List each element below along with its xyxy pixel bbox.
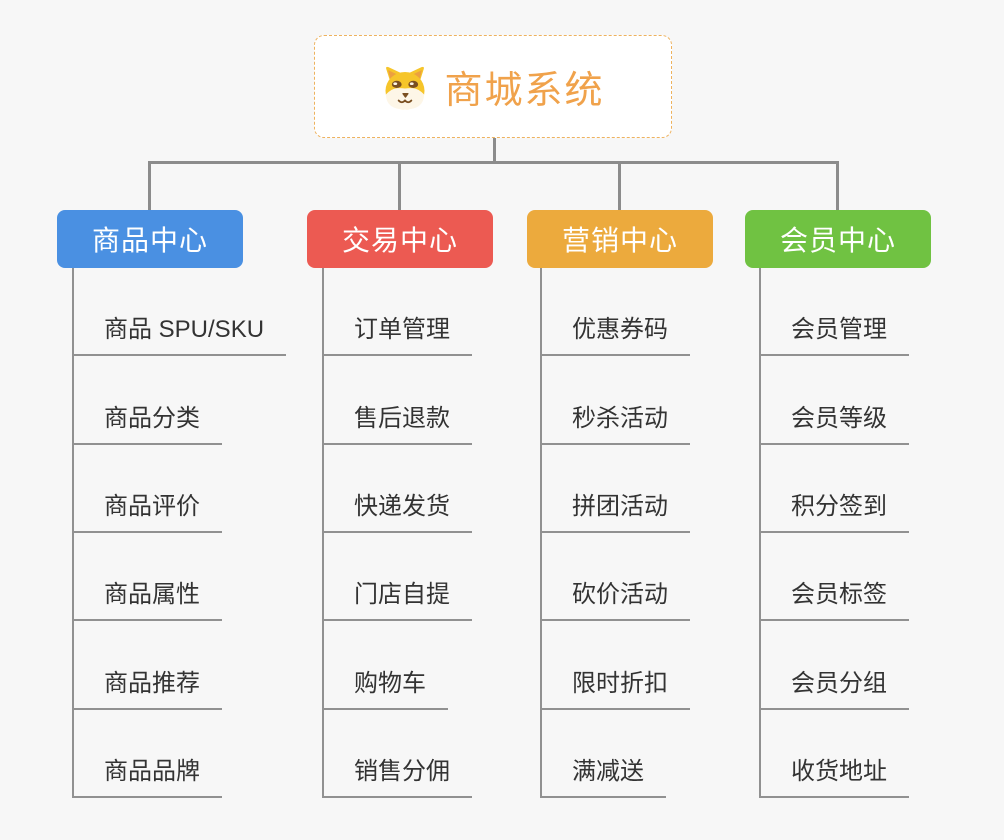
leaf-node[interactable]: 门店自提	[324, 580, 472, 622]
leaf-node[interactable]: 收货地址	[761, 757, 909, 798]
leaf-node[interactable]: 商品 SPU/SKU	[74, 315, 287, 357]
drop-line-product	[148, 161, 151, 210]
leaf-node[interactable]: 商品品牌	[74, 757, 222, 798]
root-stem-line	[493, 138, 496, 162]
leaf-node[interactable]: 积分签到	[761, 492, 909, 533]
leaf-node[interactable]: 会员管理	[761, 315, 909, 357]
leaf-node[interactable]: 优惠券码	[542, 315, 690, 357]
branch-node-member-center[interactable]: 会员中心	[745, 210, 931, 268]
leaf-column-marketing: 优惠券码 秒杀活动 拼团活动 砍价活动 限时折扣 满减送	[540, 268, 690, 798]
drop-line-trade	[398, 161, 401, 210]
leaf-node[interactable]: 售后退款	[324, 404, 472, 445]
leaf-node[interactable]: 会员标签	[761, 580, 909, 622]
root-title: 商城系统	[444, 70, 605, 112]
leaf-node[interactable]: 商品属性	[74, 580, 222, 622]
leaf-node[interactable]: 拼团活动	[542, 492, 690, 533]
branch-label: 交易中心	[341, 225, 458, 256]
branch-node-marketing-center[interactable]: 营销中心	[527, 210, 713, 268]
branch-label: 营销中心	[561, 225, 678, 256]
leaf-column-member: 会员管理 会员等级 积分签到 会员标签 会员分组 收货地址	[759, 268, 909, 798]
leaf-node[interactable]: 商品评价	[74, 492, 222, 533]
drop-line-member	[836, 161, 839, 210]
leaf-node[interactable]: 限时折扣	[542, 669, 690, 710]
leaf-node[interactable]: 会员等级	[761, 404, 909, 445]
leaf-node[interactable]: 快递发货	[324, 492, 472, 533]
branch-label: 商品中心	[91, 225, 208, 256]
leaf-node[interactable]: 购物车	[324, 669, 448, 710]
root-node[interactable]: 商城系统	[314, 35, 672, 138]
leaf-node[interactable]: 商品分类	[74, 404, 222, 445]
branch-node-product-center[interactable]: 商品中心	[57, 210, 243, 268]
branch-bus-line	[148, 161, 839, 164]
leaf-node[interactable]: 销售分佣	[324, 757, 472, 798]
leaf-column-trade: 订单管理 售后退款 快递发货 门店自提 购物车 销售分佣	[322, 268, 472, 798]
leaf-node[interactable]: 订单管理	[324, 315, 472, 357]
leaf-node[interactable]: 会员分组	[761, 669, 909, 710]
leaf-column-product: 商品 SPU/SKU 商品分类 商品评价 商品属性 商品推荐 商品品牌	[72, 268, 287, 798]
branch-node-trade-center[interactable]: 交易中心	[307, 210, 493, 268]
leaf-node[interactable]: 商品推荐	[74, 669, 222, 710]
leaf-node[interactable]: 砍价活动	[542, 580, 690, 622]
leaf-node[interactable]: 秒杀活动	[542, 404, 690, 445]
leaf-node[interactable]: 满减送	[542, 757, 666, 798]
dog-face-icon	[385, 66, 425, 109]
branch-label: 会员中心	[779, 225, 896, 256]
drop-line-marketing	[618, 161, 621, 210]
